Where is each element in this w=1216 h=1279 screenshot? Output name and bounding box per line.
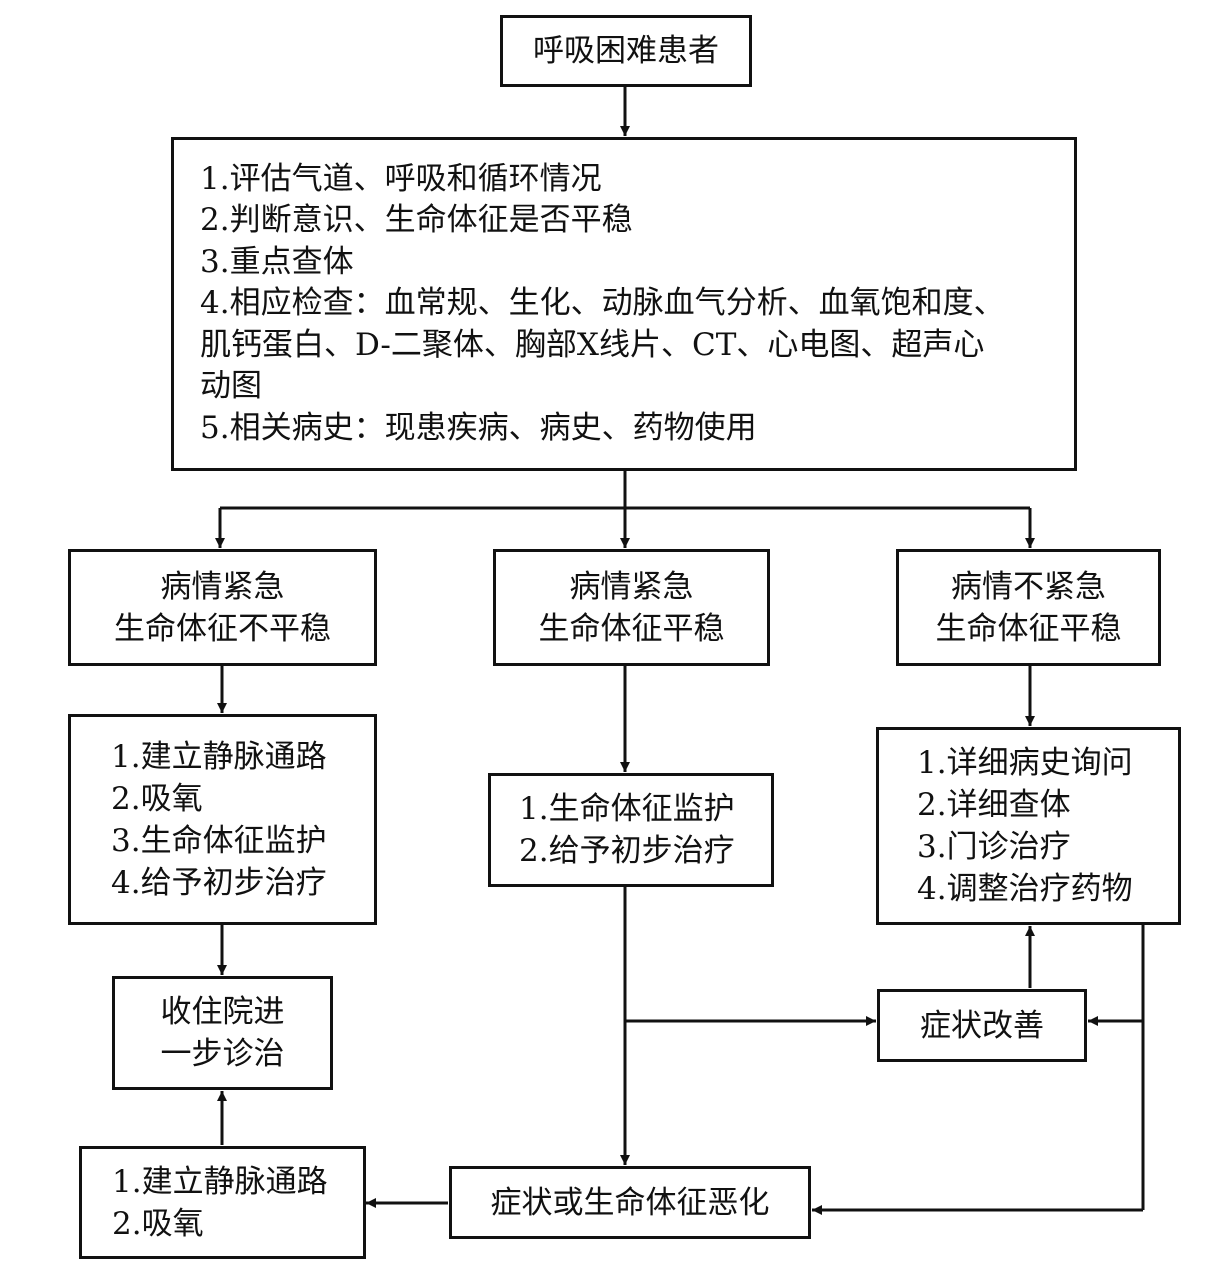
node-action-bottom-line-1: 2.吸氧 — [112, 1205, 204, 1242]
node-start-line-0: 呼吸困难患者 — [533, 33, 719, 69]
node-action-left: 1.建立静脉通路 2.吸氧 3.生命体征监护 4.给予初步治疗 — [68, 714, 377, 925]
node-assess-line-3: 4.相应检查：血常规、生化、动脉血气分析、血氧饱和度、 — [200, 285, 1005, 322]
node-admit-line-0: 收住院进 — [160, 994, 285, 1030]
node-action-mid-line-0: 1.生命体征监护 — [519, 791, 735, 827]
node-start: 呼吸困难患者 — [500, 15, 752, 87]
node-action-right-line-3: 4.调整治疗药物 — [917, 871, 1133, 907]
node-action-mid-line-1: 2.给予初步治疗 — [519, 833, 735, 869]
node-action-mid: 1.生命体征监护 2.给予初步治疗 — [488, 773, 774, 887]
node-action-left-line-0: 1.建立静脉通路 — [111, 738, 327, 775]
node-nonurgent-stable-line-1: 生命体征平稳 — [935, 610, 1122, 647]
node-urgent-unstable-line-1: 生命体征不平稳 — [114, 610, 331, 647]
node-assess-line-1: 2.判断意识、生命体征是否平稳 — [200, 202, 633, 239]
node-urgent-stable-line-1: 生命体征平稳 — [538, 610, 725, 647]
node-action-right-line-0: 1.详细病史询问 — [917, 745, 1133, 781]
node-improve: 症状改善 — [877, 989, 1087, 1062]
node-assess-line-6: 5.相关病史：现患疾病、病史、药物使用 — [200, 409, 757, 446]
node-action-bottom: 1.建立静脉通路 2.吸氧 — [79, 1146, 366, 1259]
node-action-left-line-3: 4.给予初步治疗 — [111, 864, 327, 901]
node-improve-line-0: 症状改善 — [920, 1007, 1044, 1044]
node-urgent-stable: 病情紧急 生命体征平稳 — [493, 549, 770, 666]
node-worsen-line-0: 症状或生命体征恶化 — [490, 1184, 770, 1221]
node-nonurgent-stable-line-0: 病情不紧急 — [951, 568, 1106, 605]
node-worsen: 症状或生命体征恶化 — [449, 1166, 811, 1239]
node-urgent-unstable-line-0: 病情紧急 — [160, 568, 285, 605]
node-assess-line-0: 1.评估气道、呼吸和循环情况 — [200, 160, 602, 197]
node-nonurgent-stable: 病情不紧急 生命体征平稳 — [896, 549, 1161, 666]
node-assess-line-5: 动图 — [200, 368, 262, 405]
node-assess-line-2: 3.重点查体 — [200, 243, 354, 280]
node-assess: 1.评估气道、呼吸和循环情况 2.判断意识、生命体征是否平稳 3.重点查体 4.… — [171, 137, 1077, 471]
node-urgent-unstable: 病情紧急 生命体征不平稳 — [68, 549, 377, 666]
node-action-right-line-2: 3.门诊治疗 — [917, 829, 1071, 865]
node-action-left-line-1: 2.吸氧 — [111, 780, 203, 817]
node-urgent-stable-line-0: 病情紧急 — [569, 568, 694, 605]
node-action-left-line-2: 3.生命体征监护 — [111, 822, 327, 859]
node-admit-line-1: 一步诊治 — [160, 1036, 285, 1072]
node-assess-line-4: 肌钙蛋白、D-二聚体、胸部X线片、CT、心电图、超声心 — [200, 326, 985, 363]
node-action-right: 1.详细病史询问 2.详细查体 3.门诊治疗 4.调整治疗药物 — [876, 727, 1181, 925]
node-admit: 收住院进 一步诊治 — [112, 976, 333, 1090]
node-action-right-line-1: 2.详细查体 — [917, 787, 1071, 823]
node-action-bottom-line-0: 1.建立静脉通路 — [112, 1163, 328, 1200]
